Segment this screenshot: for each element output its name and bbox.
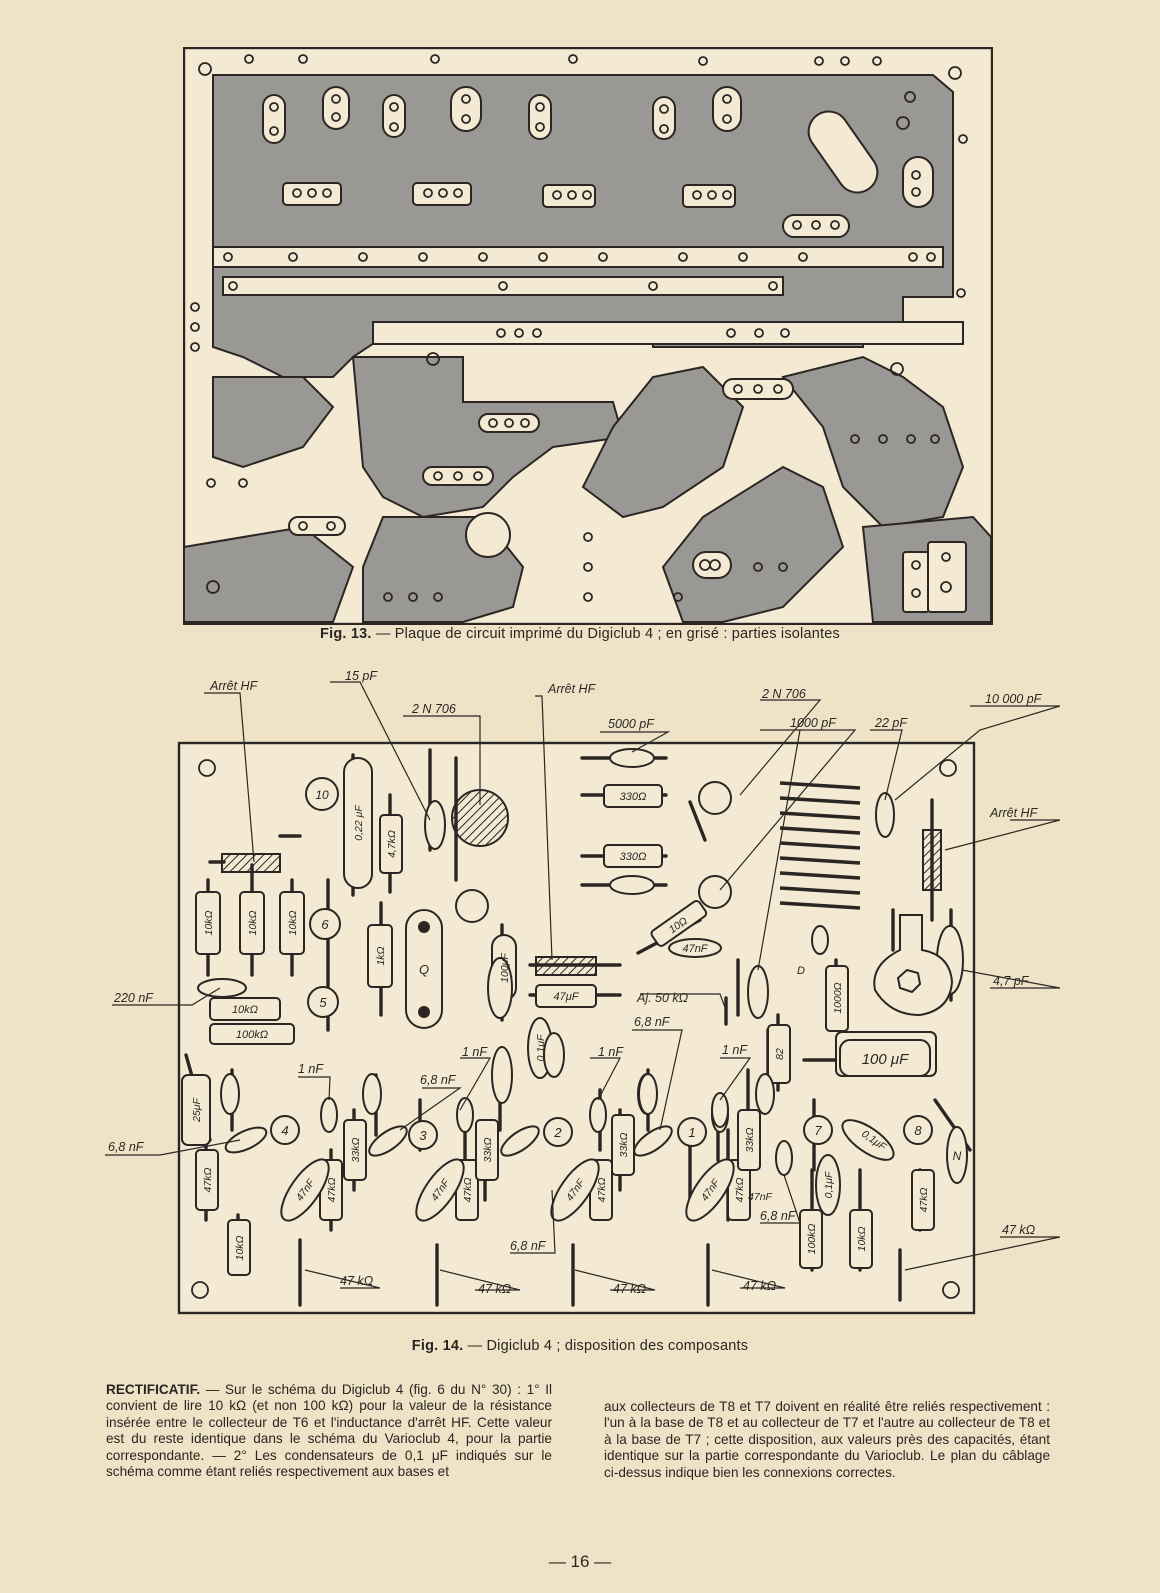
callout-6-8nf-2: 6,8 nF — [420, 1073, 457, 1087]
callout-6-8nf-4: 6,8 nF — [510, 1239, 547, 1253]
callout-22pf: 22 pF — [874, 716, 908, 730]
callout-1nf-3: 1 nF — [598, 1045, 624, 1059]
callout-1nf-4: 1 nF — [722, 1043, 748, 1057]
label-1000-ohm: 1000Ω — [832, 982, 844, 1013]
label-1k-ohm: 1kΩ — [375, 946, 387, 965]
callout-10000pf: 10 000 pF — [985, 692, 1043, 706]
label-47uf: 47μF — [554, 991, 580, 1003]
fig14-caption: Fig. 14. — Digiclub 4 ; disposition des … — [0, 1338, 1160, 1354]
label-330-ohm-1: 330Ω — [620, 791, 647, 803]
callout-47k-2: 47 kΩ — [478, 1282, 512, 1296]
label-4-7k-ohm: 4,7kΩ — [386, 830, 398, 858]
fig13-pcb-drawing — [183, 47, 993, 625]
rectificatif-left-text: — Sur le schéma du Digiclub 4 (fig. 6 du… — [106, 1382, 552, 1480]
label-transistor-10: 10 — [315, 788, 329, 802]
callout-47k-5: 47 kΩ — [1002, 1223, 1036, 1237]
label-transistor-5: 5 — [319, 995, 327, 1010]
rectificatif-heading: RECTIFICATIF. — [106, 1382, 201, 1397]
label-47k-ohm-b1: 47kΩ — [202, 1168, 214, 1193]
fig13-caption-number: Fig. 13. — [320, 626, 372, 642]
fig14-component-drawing: Arrêt HF 15 pF 2 N 706 Arrêt HF 5000 pF … — [105, 670, 1060, 1315]
callout-1000pf: 1000 pF — [790, 716, 837, 730]
label-100uf-big: 100 μF — [862, 1051, 909, 1068]
rectificatif-left-column: RECTIFICATIF. — Sur le schéma du Digiclu… — [106, 1382, 552, 1480]
label-01uf-1: 0,1μF — [535, 1034, 547, 1061]
label-01uf-2: 0,1μF — [823, 1171, 835, 1198]
label-47k-ohm-b4: 47kΩ — [596, 1178, 608, 1203]
label-transistor-1: 1 — [688, 1125, 695, 1140]
label-47k-ohm-b3: 47kΩ — [462, 1178, 474, 1203]
label-100k-ohm-low: 100kΩ — [806, 1224, 818, 1255]
label-33k-ohm-2: 33kΩ — [482, 1138, 494, 1163]
callout-15pf: 15 pF — [345, 670, 378, 683]
label-10k-ohm-h: 10kΩ — [232, 1004, 258, 1016]
label-022uf: 0,22 μF — [353, 805, 365, 841]
label-47k-ohm-b2: 47kΩ — [326, 1178, 338, 1203]
callout-1nf-1: 1 nF — [298, 1062, 324, 1076]
callout-47k-3: 47 kΩ — [613, 1282, 647, 1296]
label-transistor-7: 7 — [814, 1123, 822, 1138]
callout-6-8nf-5: 6,8 nF — [760, 1209, 797, 1223]
callout-arret-hf-3: Arrêt HF — [989, 806, 1039, 820]
label-quartz: Q — [419, 962, 429, 977]
label-10k-ohm-low2: 10kΩ — [856, 1227, 868, 1252]
label-transistor-4: 4 — [281, 1123, 288, 1138]
callout-5000pf-1: 5000 pF — [608, 717, 655, 731]
label-diode: D — [797, 965, 805, 977]
label-n: N — [953, 1149, 962, 1163]
label-33k-ohm-1: 33kΩ — [350, 1138, 362, 1163]
callout-220nf: 220 nF — [113, 991, 154, 1005]
callout-1nf-2: 1 nF — [462, 1045, 488, 1059]
callout-6-8nf-1: 6,8 nF — [108, 1140, 145, 1154]
rectificatif-right-column: aux collecteurs de T8 et T7 doivent en r… — [604, 1399, 1050, 1481]
callout-2n706-2: 2 N 706 — [761, 687, 806, 701]
label-10k-ohm-low: 10kΩ — [234, 1236, 246, 1261]
label-47nf-5: 47nF — [748, 1191, 773, 1203]
rectificatif-right-text: aux collecteurs de T8 et T7 doivent en r… — [604, 1399, 1050, 1480]
label-transistor-6: 6 — [321, 917, 329, 932]
callout-47k-4: 47 kΩ — [743, 1279, 777, 1293]
callout-6-8nf-3: 6,8 nF — [634, 1015, 671, 1029]
callout-arret-hf-2: Arrêt HF — [547, 682, 597, 696]
label-47k-ohm-b5: 47kΩ — [734, 1178, 746, 1203]
label-47nf-a: 47nF — [682, 943, 708, 955]
fig13-caption: Fig. 13. — Plaque de circuit imprimé du … — [0, 626, 1160, 642]
callout-2n706-1: 2 N 706 — [411, 702, 456, 716]
label-10k-ohm-2: 10kΩ — [247, 911, 259, 936]
fig14-caption-text: — Digiclub 4 ; disposition des composant… — [467, 1338, 749, 1354]
label-100uf-v: 100μF — [499, 953, 511, 983]
fig13-caption-text: — Plaque de circuit imprimé du Digiclub … — [375, 626, 840, 642]
label-10k-ohm-1: 10kΩ — [203, 911, 215, 936]
callout-47k-1: 47 kΩ — [340, 1274, 374, 1288]
label-33k-ohm-3: 33kΩ — [618, 1133, 630, 1158]
label-47k-ohm-b6: 47kΩ — [918, 1188, 930, 1213]
label-10k-ohm-3: 10kΩ — [287, 911, 299, 936]
label-transistor-2: 2 — [553, 1125, 562, 1140]
label-82: 82 — [774, 1048, 786, 1060]
page-number: — 16 — — [548, 1552, 612, 1571]
label-100k-ohm-h: 100kΩ — [236, 1029, 268, 1041]
callout-arret-hf-1: Arrêt HF — [209, 679, 259, 693]
fig14-caption-number: Fig. 14. — [411, 1338, 464, 1354]
callout-47pf: 4,7 pF — [993, 974, 1030, 988]
label-transistor-8: 8 — [914, 1123, 922, 1138]
label-25uf: 25μF — [191, 1097, 203, 1122]
label-33k-ohm-4: 33kΩ — [744, 1128, 756, 1153]
label-transistor-3: 3 — [419, 1128, 427, 1143]
callout-aj-50k: Aj. 50 kΩ — [636, 991, 689, 1005]
label-330-ohm-2: 330Ω — [620, 851, 647, 863]
